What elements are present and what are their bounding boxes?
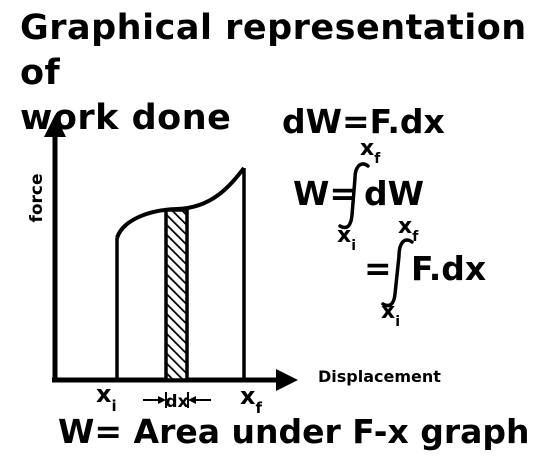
dx-label: dx [165, 392, 188, 412]
eq2-lower-limit: xi [337, 223, 356, 254]
xi-tick-label: xi [96, 380, 117, 415]
eq3-upper-sub: f [412, 229, 419, 245]
dx-strip [164, 208, 189, 382]
xf-tick-main: x [240, 382, 256, 410]
eq2-lower-sub: i [351, 238, 356, 254]
dx-measure [143, 392, 211, 408]
y-axis-arrow [44, 115, 66, 137]
eq2-lower-main: x [337, 223, 351, 248]
eq2-upper-limit: xf [360, 136, 381, 167]
xf-tick-sub: f [255, 399, 262, 417]
eq3-lower-limit: xi [381, 299, 400, 330]
xi-tick-sub: i [111, 397, 116, 415]
eq2-lhs: W= [293, 174, 357, 213]
eq2-upper-sub: f [374, 151, 381, 167]
x-axis-label: Displacement [318, 367, 441, 386]
y-axis-label: force [27, 173, 47, 222]
xf-tick-label: xf [240, 382, 262, 417]
integral-sign-2 [381, 238, 414, 308]
equation-dw: dW=F.dx [282, 102, 445, 141]
eq3-lower-sub: i [395, 314, 400, 330]
eq3-upper-main: x [398, 214, 412, 239]
integral-sign-1 [338, 162, 370, 230]
title-line-1: Graphical representation of [20, 8, 527, 93]
xi-tick-main: x [96, 380, 112, 408]
eq3-body: F.dx [411, 249, 486, 288]
eq2-upper-main: x [360, 136, 374, 161]
x-axis-arrow [276, 369, 298, 391]
eq3-lower-main: x [381, 299, 395, 324]
eq2-body: dW [364, 174, 424, 213]
eq3-upper-limit: xf [398, 214, 419, 245]
page-title: Graphical representation of work done [20, 6, 550, 141]
eq3-lhs: = [364, 249, 392, 288]
area-caption: W= Area under F-x graph [58, 412, 530, 451]
